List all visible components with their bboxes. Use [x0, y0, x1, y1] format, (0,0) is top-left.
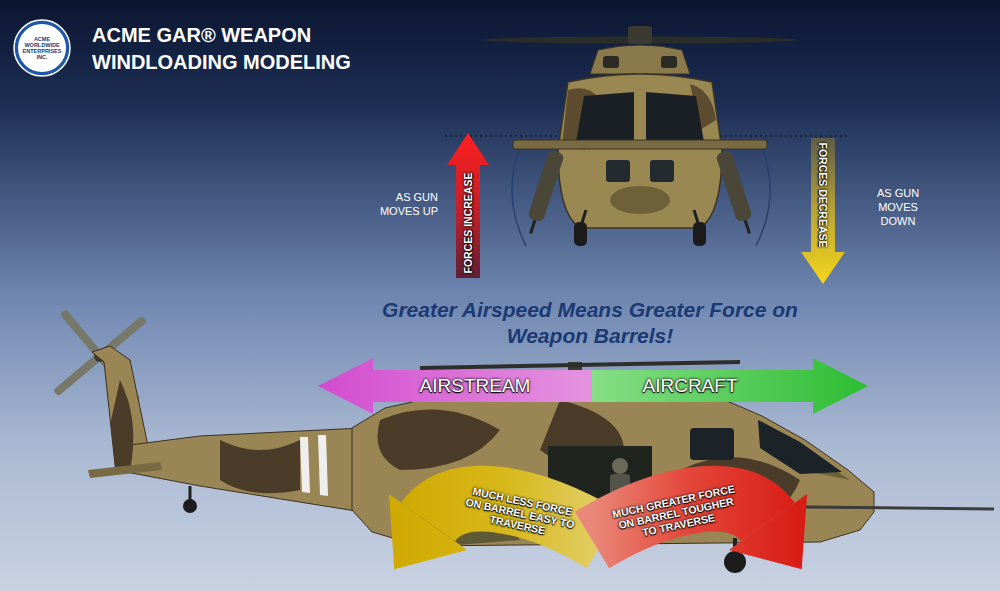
headline-note: Greater Airspeed Means Greater Force on … [370, 297, 810, 349]
front-helicopter [531, 220, 535, 233]
front-helicopter [756, 142, 770, 246]
front-helicopter [661, 56, 677, 68]
side-helicopter [690, 428, 734, 460]
front-helicopter [574, 222, 587, 246]
motion-note: AS GUN MOVES DOWN [860, 186, 936, 228]
side-helicopter [183, 499, 197, 513]
front-helicopter [715, 149, 757, 236]
front-helicopter [513, 140, 767, 149]
side-helicopter [300, 437, 310, 493]
force-decrease-arrow: FORCES DECREASE [801, 138, 845, 284]
front-helicopter [650, 160, 674, 182]
front-helicopter [558, 74, 722, 228]
front-helicopter [606, 160, 630, 182]
arrow-head [389, 494, 467, 569]
arrow-body [318, 358, 592, 414]
arrow-body [801, 138, 845, 284]
logo-face [18, 24, 66, 72]
logo-badge: ACME WORLDWIDE ENTERPRISES INC. [13, 19, 71, 77]
front-helicopter [576, 92, 634, 142]
airstream-arrow: AIRSTREAM [318, 358, 592, 414]
arrow-label: ACME WORLDWIDE ENTERPRISES INC. [20, 36, 64, 61]
front-helicopter [693, 222, 706, 246]
front-helicopter [745, 220, 749, 233]
side-helicopter [420, 360, 740, 370]
easy-traverse-arrow: MUCH LESS FORCE ON BARREL EASY TO TRAVER… [368, 460, 604, 587]
front-helicopter [628, 26, 652, 44]
side-helicopter [612, 458, 628, 474]
tough-traverse-arrow: MUCH GREATER FORCE ON BARREL TOUGHER TO … [592, 460, 832, 587]
front-helicopter [715, 149, 752, 222]
side-helicopter [53, 309, 994, 573]
arrow-label: FORCES INCREASE [456, 169, 480, 277]
front-helicopter [590, 45, 690, 74]
aircraft-arrow: AIRCRAFT [592, 358, 868, 414]
arrow-body [447, 133, 489, 278]
arrow-label: AIRCRAFT [595, 370, 785, 402]
side-helicopter [724, 551, 746, 573]
side-helicopter [758, 420, 842, 474]
front-helicopter [610, 186, 670, 214]
arrow-head [729, 494, 807, 569]
front-helicopter [523, 149, 565, 236]
side-helicopter [378, 410, 501, 470]
motion-note: AS GUN MOVES UP [376, 190, 438, 218]
arrow-label: AIRSTREAM [375, 370, 575, 402]
side-helicopter [318, 435, 328, 496]
front-helicopter [646, 92, 704, 142]
arrow-body [592, 358, 868, 414]
front-helicopter [527, 149, 564, 222]
front-helicopter [603, 56, 619, 68]
arrow-label: FORCES DECREASE [811, 141, 835, 249]
side-helicopter [88, 462, 162, 478]
front-helicopter [445, 26, 850, 246]
side-helicopter [100, 380, 850, 548]
side-helicopter [100, 380, 133, 470]
side-helicopter [220, 440, 300, 493]
logo-ring [14, 20, 70, 76]
front-helicopter [512, 142, 526, 246]
force-increase-arrow: FORCES INCREASE [447, 133, 489, 278]
logo-badge-shape [13, 19, 71, 77]
diagram-title: ACME GAR® WEAPON WINDLOADING MODELING [92, 22, 402, 76]
